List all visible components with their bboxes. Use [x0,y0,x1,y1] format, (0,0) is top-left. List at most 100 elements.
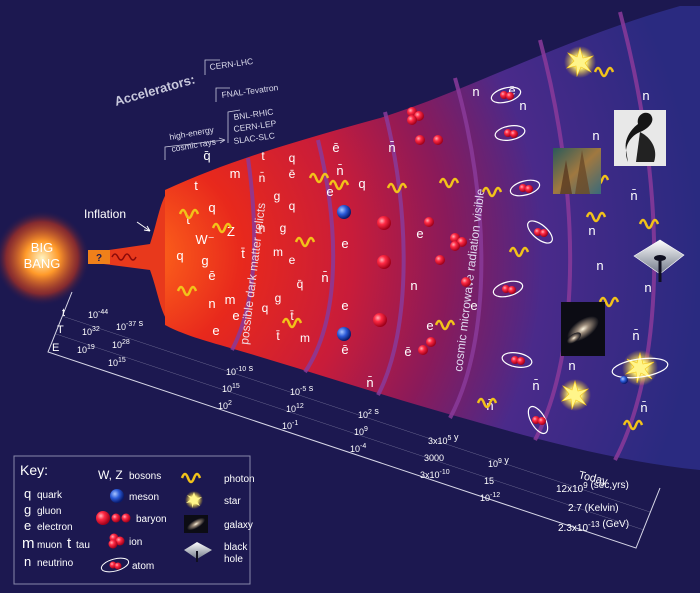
photon-icon [308,172,330,184]
particle-symbol: e [341,298,348,313]
particle-symbol: g [275,291,282,305]
particle-symbol: W⁻ [195,232,214,247]
baryon-icon [377,216,391,230]
photon-icon [281,317,303,329]
scale-t-3: 3x105 y [428,432,459,446]
key-muon-symbol: m [22,535,35,552]
key-black-hole-label-line2: hole [224,554,243,565]
scale-label-T: T [57,324,64,336]
epoch-ring-3 [376,111,406,396]
atom-orbit [492,280,524,298]
proton-icon [424,217,434,227]
scale-line-T [61,315,651,513]
ion-icon [407,115,417,125]
key-galaxy-icon [184,515,208,533]
epoch-rings [230,11,657,461]
particle-symbol: e [289,253,296,267]
particle-symbol: n̄ [366,375,373,390]
big-bang-glow [0,210,90,306]
scale-t-first: 10-44 [88,309,108,320]
particle-symbol: t̄ [241,246,245,261]
inflation-start [88,250,110,264]
key-muon-label: muon [37,540,62,551]
atom-orbit [490,86,522,104]
tevatron-bracket [215,87,230,102]
photon-icon [593,66,615,78]
cosmic-objects [553,46,685,411]
key-neutrino-symbol: n [24,554,31,569]
baryon-icon [96,511,131,525]
atom-orbit [527,220,553,244]
epoch-ring-1 [230,157,257,351]
proton-icon [418,345,428,355]
scale-E-4: 10-12 [480,492,500,503]
key-bosons-symbol: W, Z [98,468,123,482]
particle-symbol: g [274,189,281,203]
scale-E-3: 3x10-10 [420,469,450,480]
particle-symbol: n [472,84,479,99]
atom-nucleus [534,228,542,236]
particle-symbol: q [289,151,296,165]
key-electron-label: electron [37,522,73,533]
proton-icon [461,277,471,287]
atom-nucleus [517,357,525,365]
particle-symbol: n̄ [388,140,395,155]
particle-symbol: n [259,221,266,235]
star-icon [559,379,591,411]
particle-symbol: n [410,278,417,293]
particle-symbol: ē [404,344,411,359]
baryon-icon [373,313,387,327]
scale-T-4: 15 [484,476,494,486]
scale-t-1: 10-5 s [290,383,314,397]
key-black-hole-label-line1: black [224,542,248,553]
key-galaxy-label: galaxy [224,520,253,531]
photon-icon [481,186,503,198]
particle-symbol: t̄ [290,309,294,323]
key-border [13,455,251,585]
key-bosons-label: bosons [129,471,161,482]
scale-E-second: 1015 [108,357,126,368]
star-icon [564,46,596,78]
proton-icon [433,135,443,145]
particle-symbol: ē [341,342,348,357]
proton-icon [415,135,425,145]
scale-T-1: 1012 [286,403,304,414]
thinker-statue-image [614,110,666,166]
photon-icon [176,285,198,297]
particle-symbol: ē [208,268,215,283]
particle-symbol: q [176,248,183,263]
key-gluon-symbol: g [24,502,31,517]
cosmic-arrow [218,137,226,144]
photon-icon [294,236,316,248]
scale-label-E: E [52,342,59,354]
particle-symbol: e [212,323,219,338]
inflation-wave [111,253,137,261]
photon-icon [476,397,498,409]
particle-symbol: n [568,358,575,373]
meson-icon [337,327,351,341]
scale-label-t: t [62,307,65,319]
atom-orbit [509,179,541,197]
key-photon-label: photon [224,474,255,485]
key-baryon-label: baryon [136,514,167,525]
particle-symbol: t̄ [276,329,280,343]
particle-symbol: q [289,199,296,213]
scale-table [47,291,661,549]
lhc-bracket [204,59,220,75]
atom-nucleus [510,130,518,138]
photon-icon [180,472,202,484]
rhic-bracket [227,109,241,143]
scale-t-2: 102 s [358,406,379,420]
key-quark-label: quark [37,490,63,501]
scale-E-0: 102 [218,400,232,411]
particle-symbol: t [186,212,190,227]
particle-symbol: q [208,200,215,215]
atom-nucleus [506,92,514,100]
scale-T-second: 1028 [112,339,130,350]
photon-icon [622,419,644,431]
scale-E-1: 10-1 [282,420,298,431]
key-star-label: star [224,496,241,507]
atom-icon [100,557,130,573]
scale-table-frame [47,291,661,549]
